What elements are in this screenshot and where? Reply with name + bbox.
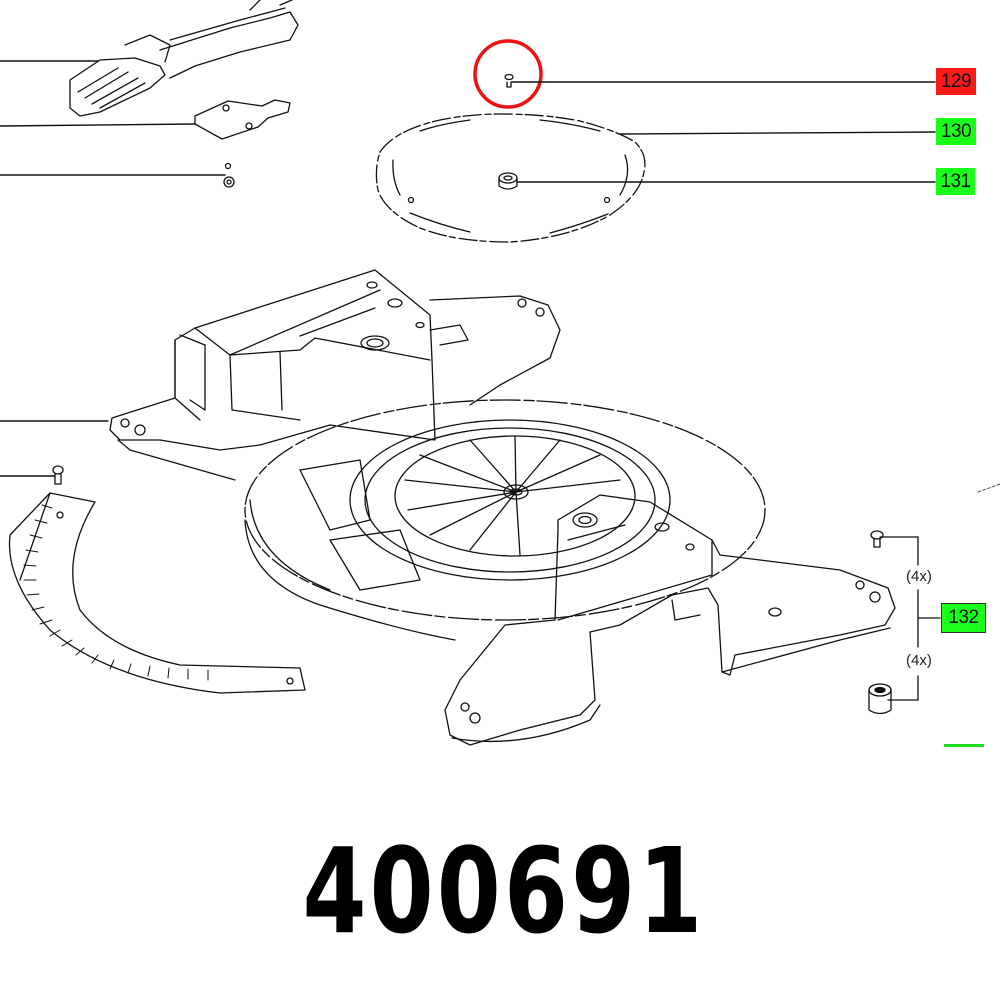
quantity-label-upper: (4x)	[906, 568, 932, 585]
callout-130[interactable]: 130	[936, 118, 976, 145]
callout-129[interactable]: 129	[936, 68, 976, 95]
partial-leader-line	[977, 483, 1000, 493]
part-number-title: 400691	[302, 822, 706, 960]
turntable-part[interactable]	[244, 399, 766, 641]
leader-line-130	[619, 131, 936, 135]
foot-screw-132-part[interactable]	[870, 530, 884, 548]
left-leader-lines	[0, 60, 226, 477]
screw-part[interactable]	[52, 465, 64, 485]
screw-129-part[interactable]	[504, 73, 514, 88]
angle-scale-part[interactable]	[8, 492, 306, 694]
callout-132[interactable]: 132	[941, 603, 986, 633]
base-housing-part[interactable]	[109, 269, 561, 481]
scale-ticks	[23, 504, 209, 681]
green-marker-bar	[944, 744, 984, 747]
bracket-plate-part[interactable]	[194, 99, 291, 140]
highlight-circle-129	[473, 39, 543, 109]
handle-lever-part[interactable]	[69, 0, 299, 117]
cover-disc-130-part[interactable]	[375, 113, 646, 243]
callout-132-bracket	[879, 536, 941, 701]
front-arm-part[interactable]	[444, 494, 896, 746]
small-nut-part[interactable]	[223, 162, 235, 188]
turntable-spokes	[404, 435, 621, 556]
foot-pad-132-part[interactable]	[868, 683, 892, 715]
callout-131[interactable]: 131	[936, 168, 975, 195]
quantity-label-lower: (4x)	[906, 652, 932, 669]
center-nut-131-part[interactable]	[498, 172, 518, 190]
